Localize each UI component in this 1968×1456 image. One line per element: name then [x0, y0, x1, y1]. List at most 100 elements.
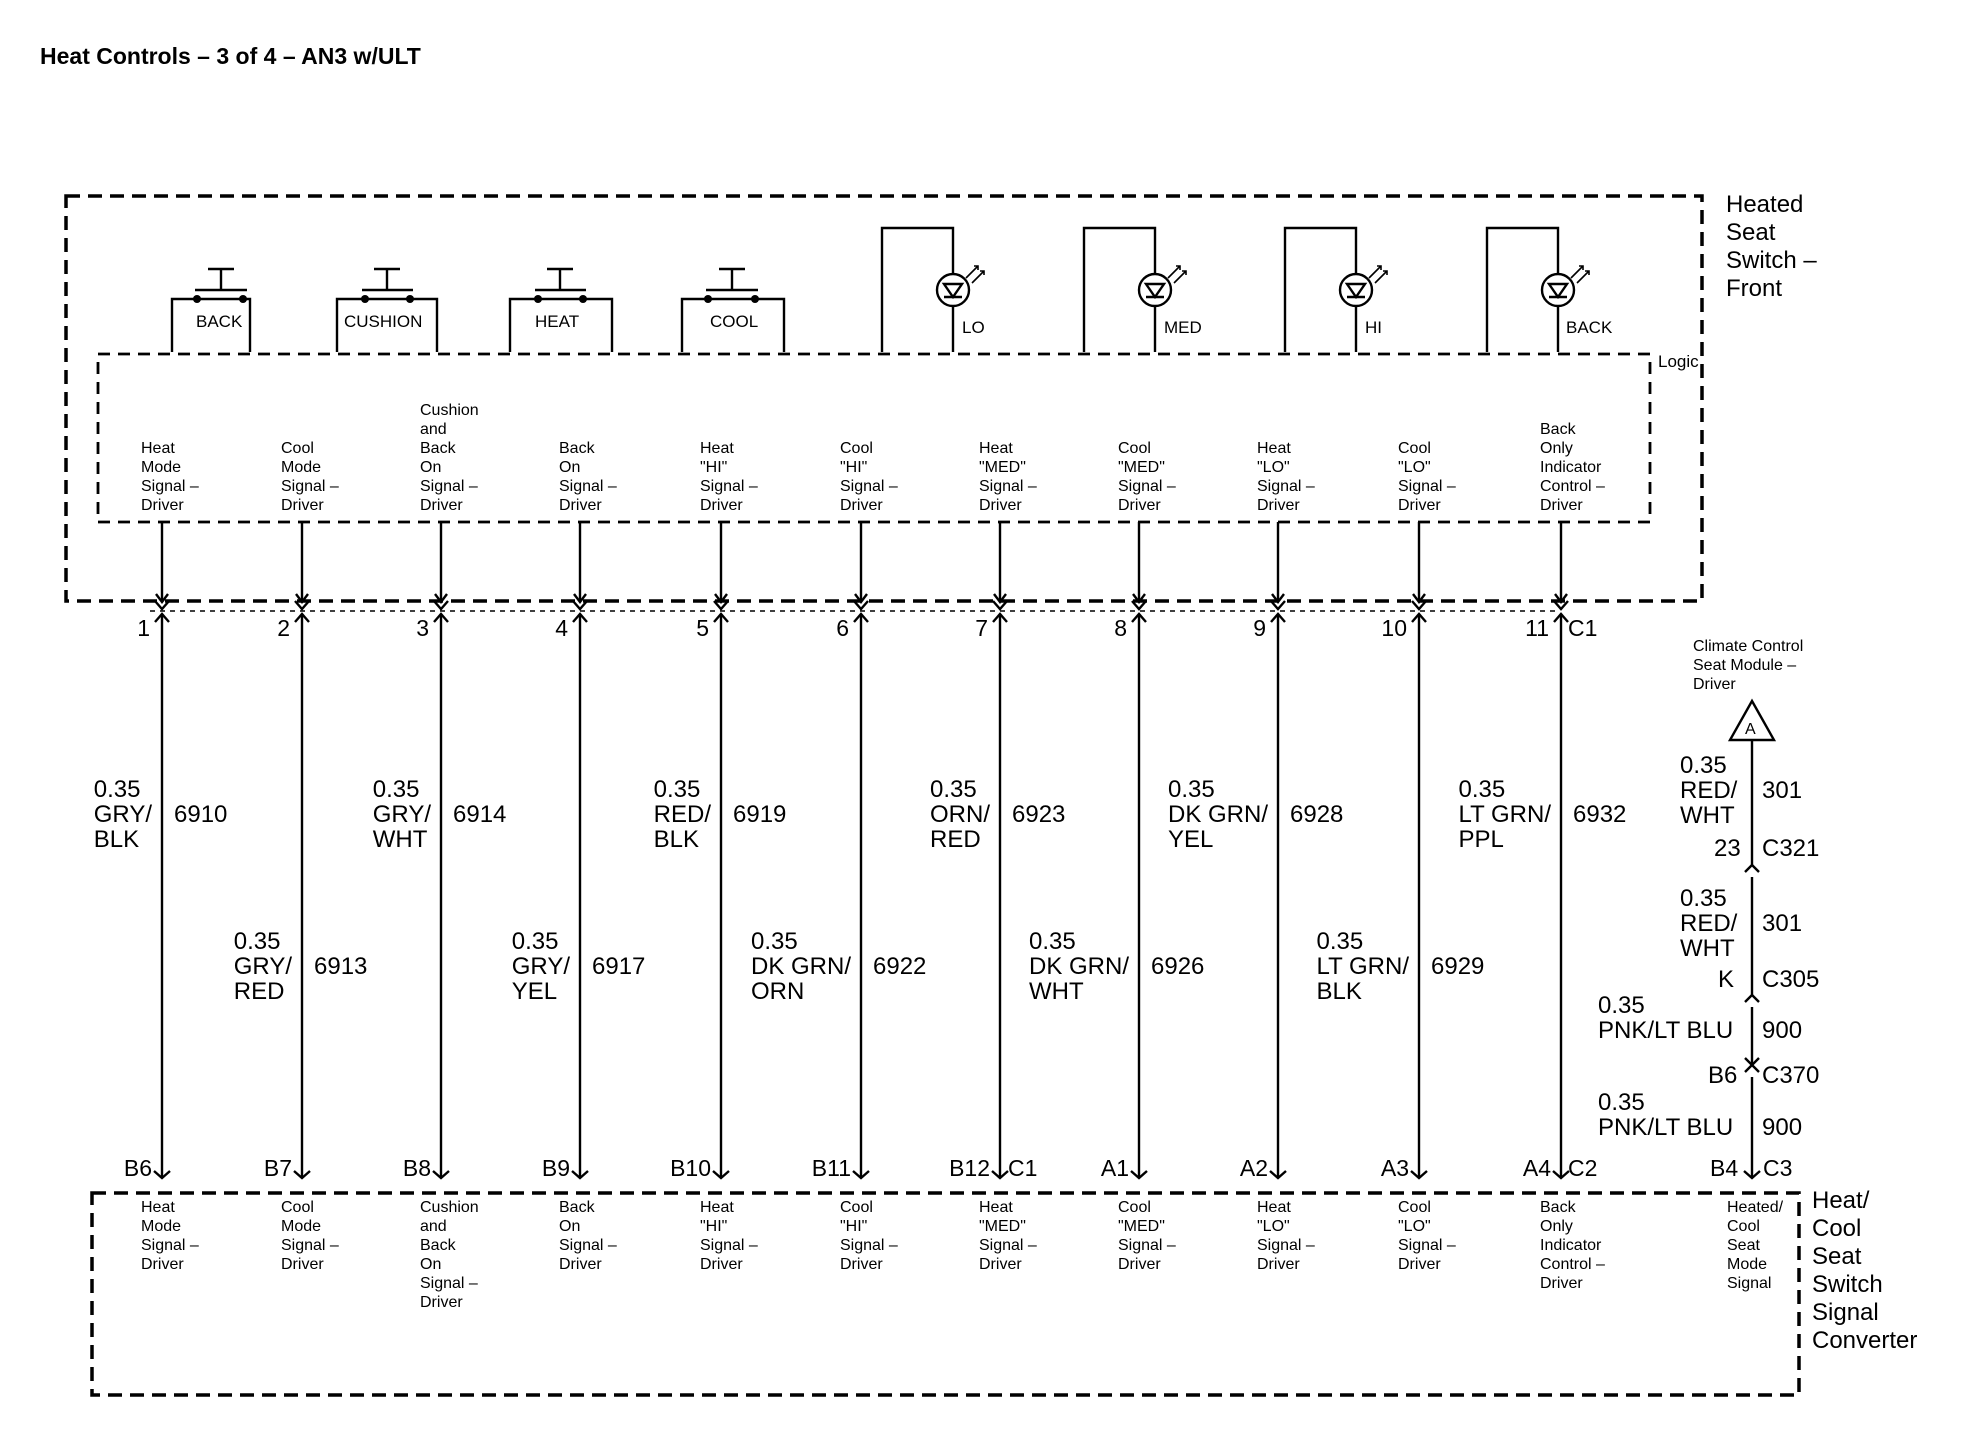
converter-signal-label: Cool"LO"Signal –Driver: [1398, 1199, 1456, 1273]
connector-top-female: [572, 600, 588, 611]
feed-seg4-label: 0.35 PNK/LT BLU: [1598, 1089, 1733, 1141]
pin-bottom-number: B10: [670, 1155, 711, 1181]
pin-bottom-number: B8: [403, 1155, 431, 1181]
feed-seg4-circuit: 900: [1762, 1114, 1802, 1141]
logic-signal-label: Heat"MED"Signal –Driver: [979, 440, 1037, 514]
logic-output-arrow: [434, 593, 448, 604]
converter-signal-label: Heat"HI"Signal –Driver: [700, 1199, 758, 1273]
pin-top-number: 10: [1381, 615, 1407, 641]
led-back-label: BACK: [1566, 318, 1613, 337]
logic-output-arrow: [993, 593, 1007, 604]
logic-label: Logic: [1658, 352, 1699, 371]
logic-signal-label: Cool"HI"Signal –Driver: [840, 440, 898, 514]
signal-converter-label: Heat/ Cool Seat Switch Signal Converter: [1812, 1187, 1917, 1354]
circuit-number: 6919: [733, 801, 786, 828]
feed-conn2-pin: K: [1718, 966, 1734, 993]
offpage-ref-label: A: [1745, 721, 1756, 738]
connector-bottom: [1552, 1170, 1570, 1180]
connector-top-female: [1553, 600, 1569, 611]
circuit-number: 6922: [873, 953, 926, 980]
led-lo-label: LO: [962, 318, 985, 337]
logic-output-arrow: [573, 593, 587, 604]
circuit-number: 6928: [1290, 801, 1343, 828]
pin-top-number: 5: [696, 615, 709, 641]
connector-top-female: [713, 600, 729, 611]
pin-top-number: 11: [1525, 615, 1549, 641]
logic-signal-label: Cool"MED"Signal –Driver: [1118, 440, 1176, 514]
connector-top-female: [1270, 600, 1286, 611]
logic-output-arrow: [295, 593, 309, 604]
connector-bottom: [852, 1170, 870, 1180]
feed-seg3-label: 0.35 PNK/LT BLU: [1598, 992, 1733, 1044]
converter-signal-label: Heat"LO"Signal –Driver: [1257, 1199, 1315, 1273]
pin-bottom-number: B9: [542, 1155, 570, 1181]
connector-bottom: [1130, 1170, 1148, 1180]
connector-bottom: [293, 1170, 311, 1180]
feed-conn3-name: C370: [1762, 1062, 1819, 1089]
pin-bottom-number: B7: [264, 1155, 292, 1181]
connector-top-female: [154, 600, 170, 611]
bottom-connector-c1: C1: [1008, 1155, 1037, 1181]
feed-seg2-label: 0.35 RED/ WHT: [1680, 885, 1744, 962]
circuit-number: 6929: [1431, 953, 1484, 980]
heated-seat-switch-label: Heated Seat Switch – Front: [1726, 191, 1823, 302]
logic-output-arrow: [1132, 593, 1146, 604]
connector-bottom: [1410, 1170, 1428, 1180]
connector-bottom: [712, 1170, 730, 1180]
top-connector-label: C1: [1568, 615, 1597, 641]
switch-cool: COOL: [680, 267, 786, 352]
logic-signal-label: Cool"LO"Signal –Driver: [1398, 440, 1456, 514]
switch-cushion: CUSHION: [335, 267, 439, 352]
connector-top-female: [433, 600, 449, 611]
converter-signal-label: Cool"MED"Signal –Driver: [1118, 1199, 1176, 1273]
logic-output-arrow: [155, 593, 169, 604]
pin-top-number: 9: [1253, 615, 1266, 641]
connector-bottom: [571, 1170, 589, 1180]
converter-signal-label: Cool"HI"Signal –Driver: [840, 1199, 898, 1273]
circuit-number: 6913: [314, 953, 367, 980]
pin-top-number: 3: [416, 615, 429, 641]
climate-module-label: Climate Control Seat Module – Driver: [1693, 638, 1808, 693]
feed-bottom-signal: Heated/ Cool Seat Mode Signal: [1727, 1199, 1788, 1292]
led-hi: HI: [1283, 226, 1388, 352]
pin-top-number: 7: [975, 615, 988, 641]
logic-output-arrow: [1412, 593, 1426, 604]
pin-bottom-number: A2: [1240, 1155, 1268, 1181]
pin-bottom-number: B6: [124, 1155, 152, 1181]
logic-output-arrow: [1554, 593, 1568, 604]
pin-top-number: 8: [1114, 615, 1127, 641]
feed-conn1-pin: 23: [1714, 835, 1741, 862]
connector-top-female: [1411, 600, 1427, 611]
circuit-number: 6914: [453, 801, 506, 828]
feed-conn2-name: C305: [1762, 966, 1819, 993]
led-med-label: MED: [1164, 318, 1202, 337]
pin-bottom-number: A1: [1101, 1155, 1129, 1181]
led-lo: LO: [880, 226, 985, 352]
pin-top-number: 4: [555, 615, 568, 641]
led-med: MED: [1082, 226, 1202, 352]
bottom-connector-c2: C2: [1568, 1155, 1597, 1181]
logic-output-arrow: [714, 593, 728, 604]
switch-back-label: BACK: [196, 312, 243, 331]
feed-seg2-circuit: 301: [1762, 910, 1802, 937]
pin-top-number: 6: [836, 615, 849, 641]
